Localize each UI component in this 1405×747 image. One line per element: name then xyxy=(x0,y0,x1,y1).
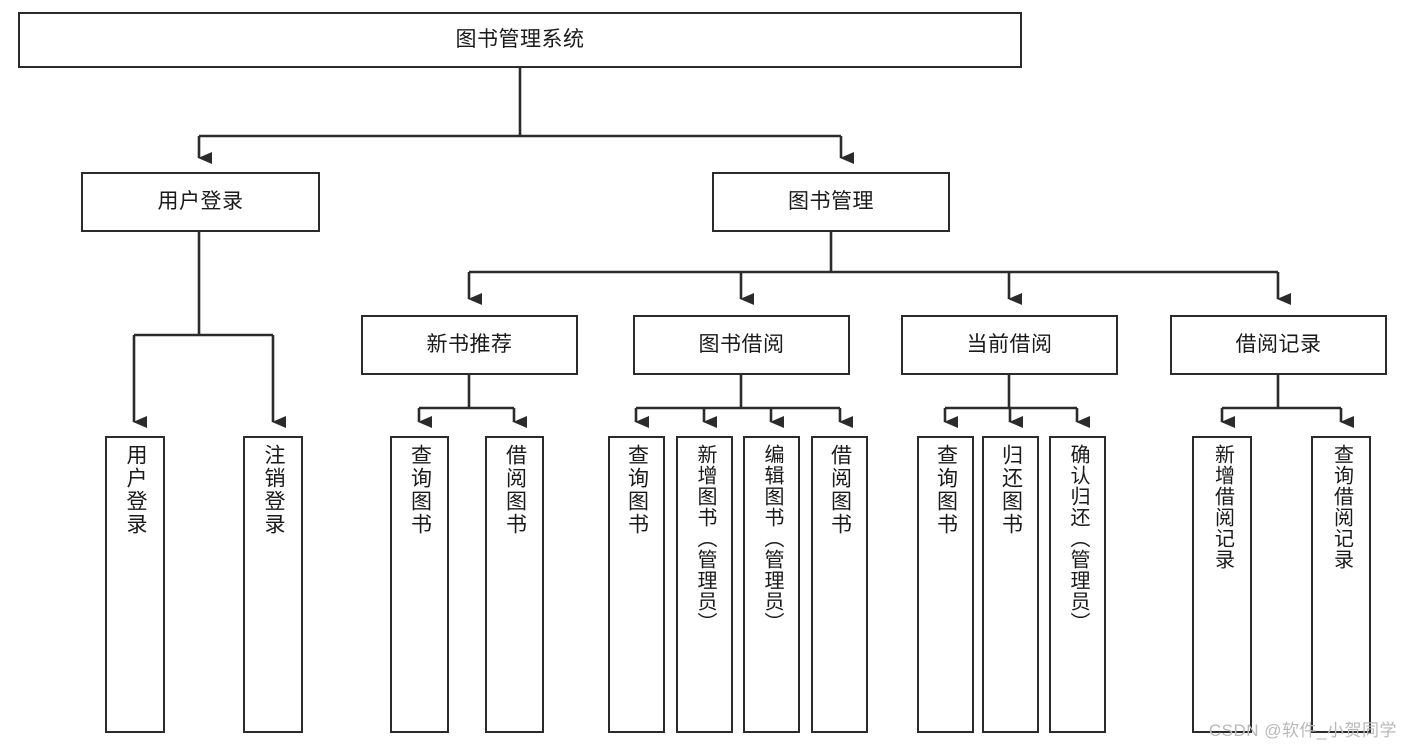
node-leaf-logout[interactable]: 注销登录 xyxy=(243,436,303,733)
node-label: 新书推荐 xyxy=(426,333,513,357)
node-label: 借阅图书 xyxy=(828,444,852,536)
node-leaf-query-book-current[interactable]: 查询图书 xyxy=(917,436,974,733)
node-user-login[interactable]: 用户登录 xyxy=(81,172,320,232)
node-book-management[interactable]: 图书管理 xyxy=(712,172,950,232)
node-label: 编辑图书（管理员） xyxy=(761,444,783,633)
node-leaf-edit-book-admin[interactable]: 编辑图书（管理员） xyxy=(743,436,800,733)
node-label: 用户登录 xyxy=(124,444,148,536)
node-label: 查询图书 xyxy=(625,444,649,536)
node-label: 借阅记录 xyxy=(1235,333,1322,357)
node-label: 图书管理系统 xyxy=(455,28,585,52)
node-label: 借阅图书 xyxy=(503,444,527,536)
node-label: 图书管理 xyxy=(788,190,874,214)
node-label: 新增借阅记录 xyxy=(1211,444,1234,570)
node-label: 查询借阅记录 xyxy=(1330,444,1353,570)
node-label: 确认归还（管理员） xyxy=(1067,444,1089,633)
node-borrow-record[interactable]: 借阅记录 xyxy=(1170,315,1387,375)
node-label: 新增图书（管理员） xyxy=(694,444,716,633)
node-leaf-borrow-book[interactable]: 借阅图书 xyxy=(811,436,868,733)
node-book-borrow[interactable]: 图书借阅 xyxy=(633,315,850,375)
node-root-book-management-system[interactable]: 图书管理系统 xyxy=(18,12,1022,68)
node-label: 查询图书 xyxy=(408,444,432,536)
node-leaf-query-borrow-record[interactable]: 查询借阅记录 xyxy=(1311,436,1371,733)
node-leaf-user-login[interactable]: 用户登录 xyxy=(105,436,165,733)
node-new-book-recommend[interactable]: 新书推荐 xyxy=(361,315,578,375)
node-leaf-query-book-recommend[interactable]: 查询图书 xyxy=(390,436,449,733)
watermark-text: CSDN @软件_小贺同学 xyxy=(1208,721,1397,740)
node-label: 当前借阅 xyxy=(966,333,1053,357)
node-current-borrow[interactable]: 当前借阅 xyxy=(901,315,1118,375)
node-label: 查询图书 xyxy=(934,444,958,536)
node-leaf-return-book[interactable]: 归还图书 xyxy=(982,436,1039,733)
node-leaf-add-book-admin[interactable]: 新增图书（管理员） xyxy=(676,436,733,733)
node-leaf-query-book-borrow[interactable]: 查询图书 xyxy=(608,436,665,733)
node-leaf-confirm-return-admin[interactable]: 确认归还（管理员） xyxy=(1049,436,1106,733)
node-label: 注销登录 xyxy=(262,444,286,536)
node-label: 归还图书 xyxy=(999,444,1023,536)
node-label: 用户登录 xyxy=(157,190,244,214)
node-leaf-add-borrow-record[interactable]: 新增借阅记录 xyxy=(1192,436,1252,733)
node-label: 图书借阅 xyxy=(698,333,785,357)
node-leaf-borrow-book-recommend[interactable]: 借阅图书 xyxy=(485,436,544,733)
